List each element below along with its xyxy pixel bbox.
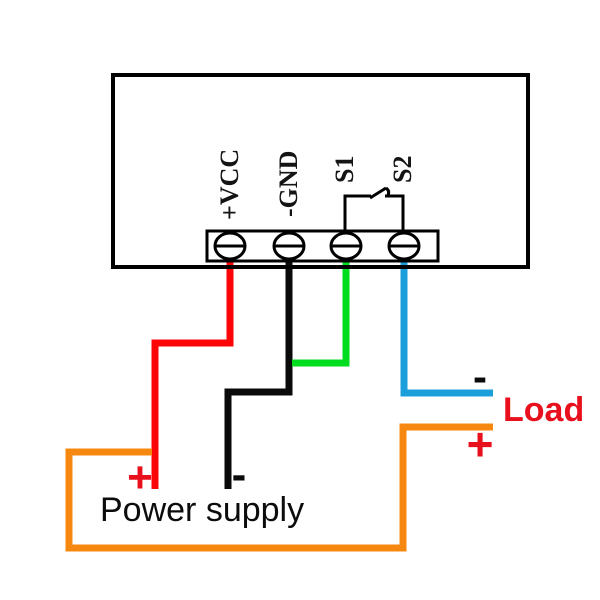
load-minus-sign: - xyxy=(473,353,487,400)
terminal-label-s1: S1 xyxy=(330,156,359,183)
terminal-label-gnd: -GND xyxy=(274,151,303,217)
wire-gnd-black xyxy=(224,250,293,489)
wire-s2-blue xyxy=(400,250,493,397)
wire-s1-green xyxy=(292,250,350,367)
load-plus-sign: + xyxy=(467,418,494,470)
switch-symbol-icon xyxy=(343,186,405,233)
switch-left-lead xyxy=(343,194,371,233)
switch-contact-hook xyxy=(385,186,391,196)
terminals-group xyxy=(213,231,421,261)
power-supply-label: Power supply xyxy=(100,491,304,529)
load-label: Load xyxy=(503,391,584,429)
power-supply-minus-sign: - xyxy=(232,450,247,499)
terminal-label-vcc: +VCC xyxy=(215,149,244,220)
terminal-label-s2: S2 xyxy=(388,156,417,183)
switch-blade xyxy=(369,186,387,200)
wire-vcc-red xyxy=(151,250,234,489)
switch-right-lead xyxy=(385,194,405,233)
power-supply-plus-sign: + xyxy=(127,453,153,502)
wire-loop-orange xyxy=(65,423,493,552)
device-outline xyxy=(111,73,530,269)
wires-group xyxy=(65,250,493,552)
